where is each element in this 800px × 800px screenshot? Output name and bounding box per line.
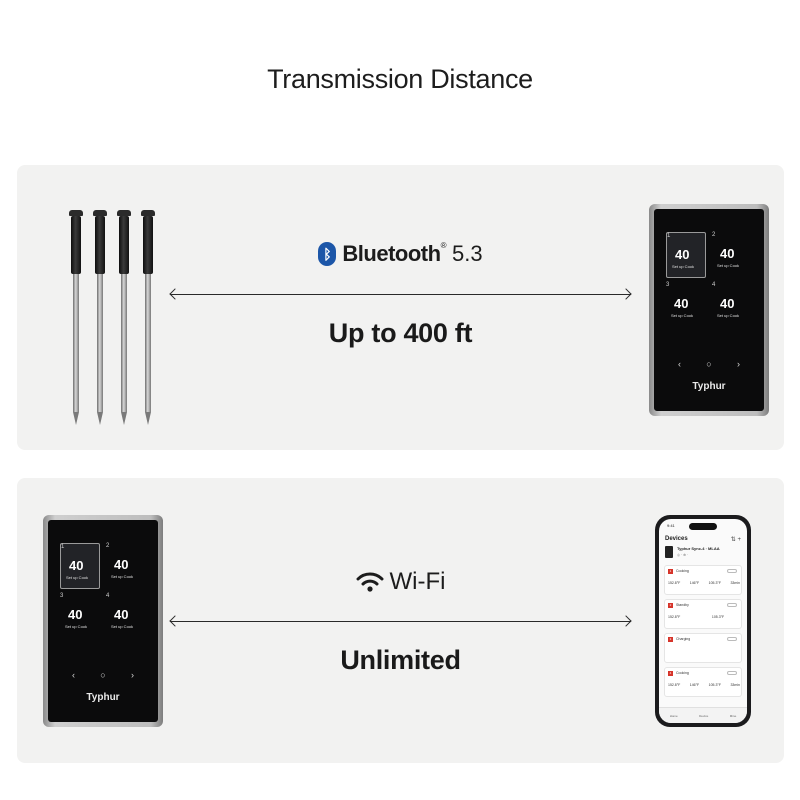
app-title: Devices	[665, 536, 688, 542]
probe-image	[89, 210, 111, 425]
app-device-row: Typhur Sync-4 · MLAA ◎ · ⊕ ·	[665, 545, 741, 561]
probe-image	[65, 210, 87, 425]
wifi-label: Wi-Fi	[17, 568, 784, 596]
probe-set	[65, 210, 165, 425]
bluetooth-label: ᛒ Bluetooth® 5.3	[17, 241, 784, 267]
double-arrow	[169, 288, 632, 301]
wifi-range: Unlimited	[340, 645, 461, 675]
double-arrow	[169, 615, 632, 628]
probe-image	[113, 210, 135, 425]
station-brand: Typhur	[86, 692, 120, 703]
bluetooth-name: Bluetooth®	[342, 241, 446, 266]
probe-image	[137, 210, 159, 425]
bluetooth-range: Up to 400 ft	[328, 318, 473, 348]
phone-image: 9:41 Devices ⇅ + Typhur Sync-4 · MLAA ◎ …	[655, 515, 751, 727]
wifi-name: Wi-Fi	[389, 568, 446, 595]
app-header-icons: ⇅ +	[730, 537, 741, 543]
station-nav: ‹○›	[72, 670, 134, 680]
station-nav: ‹○›	[678, 359, 740, 369]
station-brand: Typhur	[692, 381, 726, 392]
bluetooth-version: 5.3	[451, 241, 483, 266]
bluetooth-icon: ᛒ	[318, 242, 337, 266]
wifi-icon	[356, 572, 384, 592]
page-title: Transmission Distance	[267, 64, 533, 94]
